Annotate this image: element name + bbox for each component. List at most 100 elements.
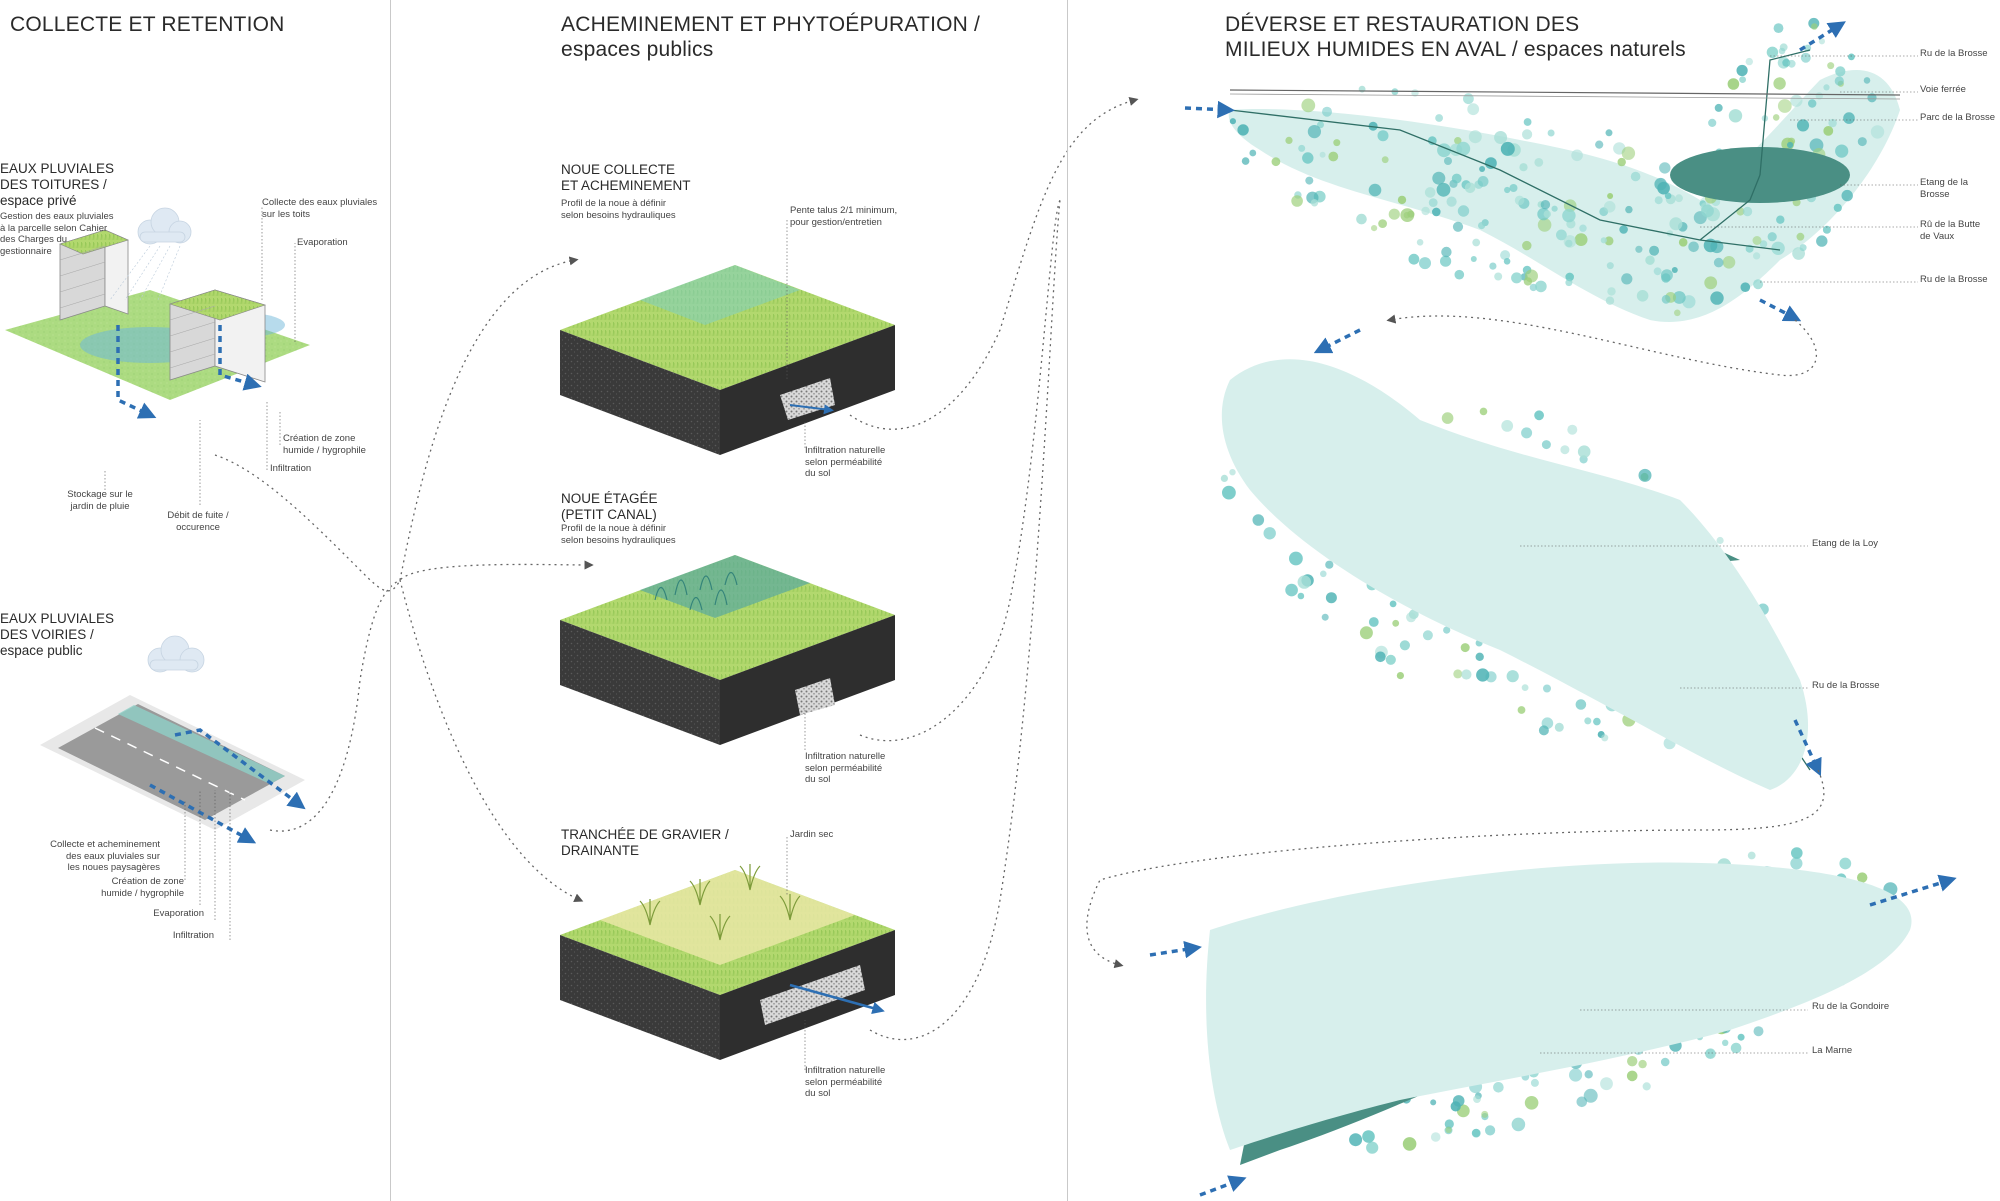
tree (1701, 204, 1714, 218)
tree (1512, 1119, 1523, 1129)
tree (1421, 206, 1430, 216)
tiered-swale-block (560, 555, 895, 745)
tree (1521, 427, 1533, 439)
tree (1371, 225, 1378, 232)
tree (1569, 1068, 1583, 1082)
tree (1796, 232, 1805, 241)
label-etang-loy: Etang de la Loy (1812, 538, 1879, 549)
tree (1714, 103, 1723, 112)
tree (1463, 93, 1474, 105)
tree (1638, 1059, 1647, 1069)
tree (1468, 130, 1482, 144)
tree (1777, 99, 1792, 113)
tree (1534, 158, 1544, 167)
loy-pond-landscape (1221, 359, 1809, 790)
tree (1481, 1110, 1489, 1118)
tree (1252, 514, 1265, 526)
tree (1229, 118, 1236, 125)
tree (1672, 291, 1686, 304)
tree (1477, 176, 1489, 187)
tree (1473, 1095, 1481, 1103)
tree (1522, 240, 1532, 251)
tree (1301, 98, 1316, 113)
tree (1654, 196, 1663, 205)
column-divider (390, 0, 391, 1201)
tree (1446, 196, 1457, 207)
tree (1675, 194, 1683, 203)
label-parc-brosse: Parc de la Brosse (1920, 112, 1995, 123)
tree (1310, 199, 1319, 207)
tree (1730, 1042, 1742, 1054)
tree (1728, 109, 1743, 123)
tree (1818, 38, 1825, 45)
tree (1479, 407, 1488, 416)
tree (1378, 219, 1387, 229)
tree (1427, 136, 1437, 146)
tree (1808, 99, 1817, 108)
cloud-icon (147, 635, 205, 673)
tree (1848, 53, 1855, 61)
tree (1642, 1082, 1651, 1091)
label-storage: Stockage sur le jardin de pluie (67, 489, 133, 512)
label-ru-brosse-1: Ru de la Brosse (1920, 48, 1988, 59)
tree (1506, 670, 1519, 683)
roof-section-title: EAUX PLUVIALES DES TOITURES / espace pri… (0, 161, 115, 208)
swale-block (560, 265, 895, 455)
tree (1560, 445, 1570, 455)
label-evaporation: Evaporation (297, 237, 348, 248)
label-ru-brosse-2: Ru de la Brosse (1920, 274, 1988, 285)
tree (1816, 235, 1828, 247)
cloud-icon (137, 207, 192, 245)
tree (1389, 600, 1397, 608)
gravel-trench-block (560, 864, 895, 1060)
tree (1297, 592, 1305, 600)
tree (1722, 1039, 1729, 1047)
tree (1688, 241, 1699, 253)
tree (1430, 1132, 1441, 1142)
label-ru-butte-vaux: Rû de la Butte de Vaux (1920, 219, 1981, 242)
tree (1517, 706, 1526, 714)
tree (1857, 137, 1867, 147)
tree (1521, 684, 1529, 691)
label-collect-roofs: Collecte des eaux pluviales sur les toit… (262, 197, 378, 220)
tree (1444, 157, 1452, 165)
tree (1377, 130, 1389, 142)
tiered-infiltration-label: Infiltration naturelle selon perméabilit… (805, 751, 886, 785)
tree (1485, 1125, 1496, 1136)
tree (1451, 173, 1462, 184)
tree (1470, 256, 1477, 262)
label-road-wet-zone: Création de zone humide / hygrophile (101, 876, 184, 899)
tiered-swale-title: NOUE ÉTAGÉE (PETIT CANAL) (561, 491, 658, 522)
dry-garden-label: Jardin sec (790, 829, 834, 840)
swale-slope-label: Pente talus 2/1 minimum, pour gestion/en… (790, 205, 898, 228)
tree (1525, 269, 1538, 283)
tree (1584, 1070, 1593, 1079)
tree (1828, 118, 1837, 128)
tree (1452, 221, 1464, 232)
tree (1445, 1126, 1452, 1134)
tree (1563, 235, 1577, 248)
tree (1436, 182, 1451, 197)
tree (1302, 152, 1314, 164)
tree (1759, 240, 1768, 248)
tree (1773, 23, 1784, 33)
roof-scene (5, 207, 310, 419)
tree (1368, 617, 1379, 627)
tree (1839, 857, 1852, 870)
label-collect-swales: Collecte et acheminement des eaux pluvia… (50, 839, 160, 873)
tree (1796, 119, 1810, 132)
tree (1381, 156, 1389, 164)
tree (1753, 1026, 1764, 1037)
tree (1736, 64, 1748, 77)
tree (1453, 669, 1463, 679)
tree (1441, 246, 1452, 258)
tree (1823, 125, 1834, 136)
tree (1645, 255, 1655, 265)
tree (1811, 23, 1818, 30)
tree (1766, 46, 1779, 58)
tree (1704, 276, 1718, 290)
tree (1745, 57, 1754, 66)
tree (1870, 125, 1885, 139)
tree (1375, 651, 1386, 663)
tree (1430, 1099, 1437, 1106)
